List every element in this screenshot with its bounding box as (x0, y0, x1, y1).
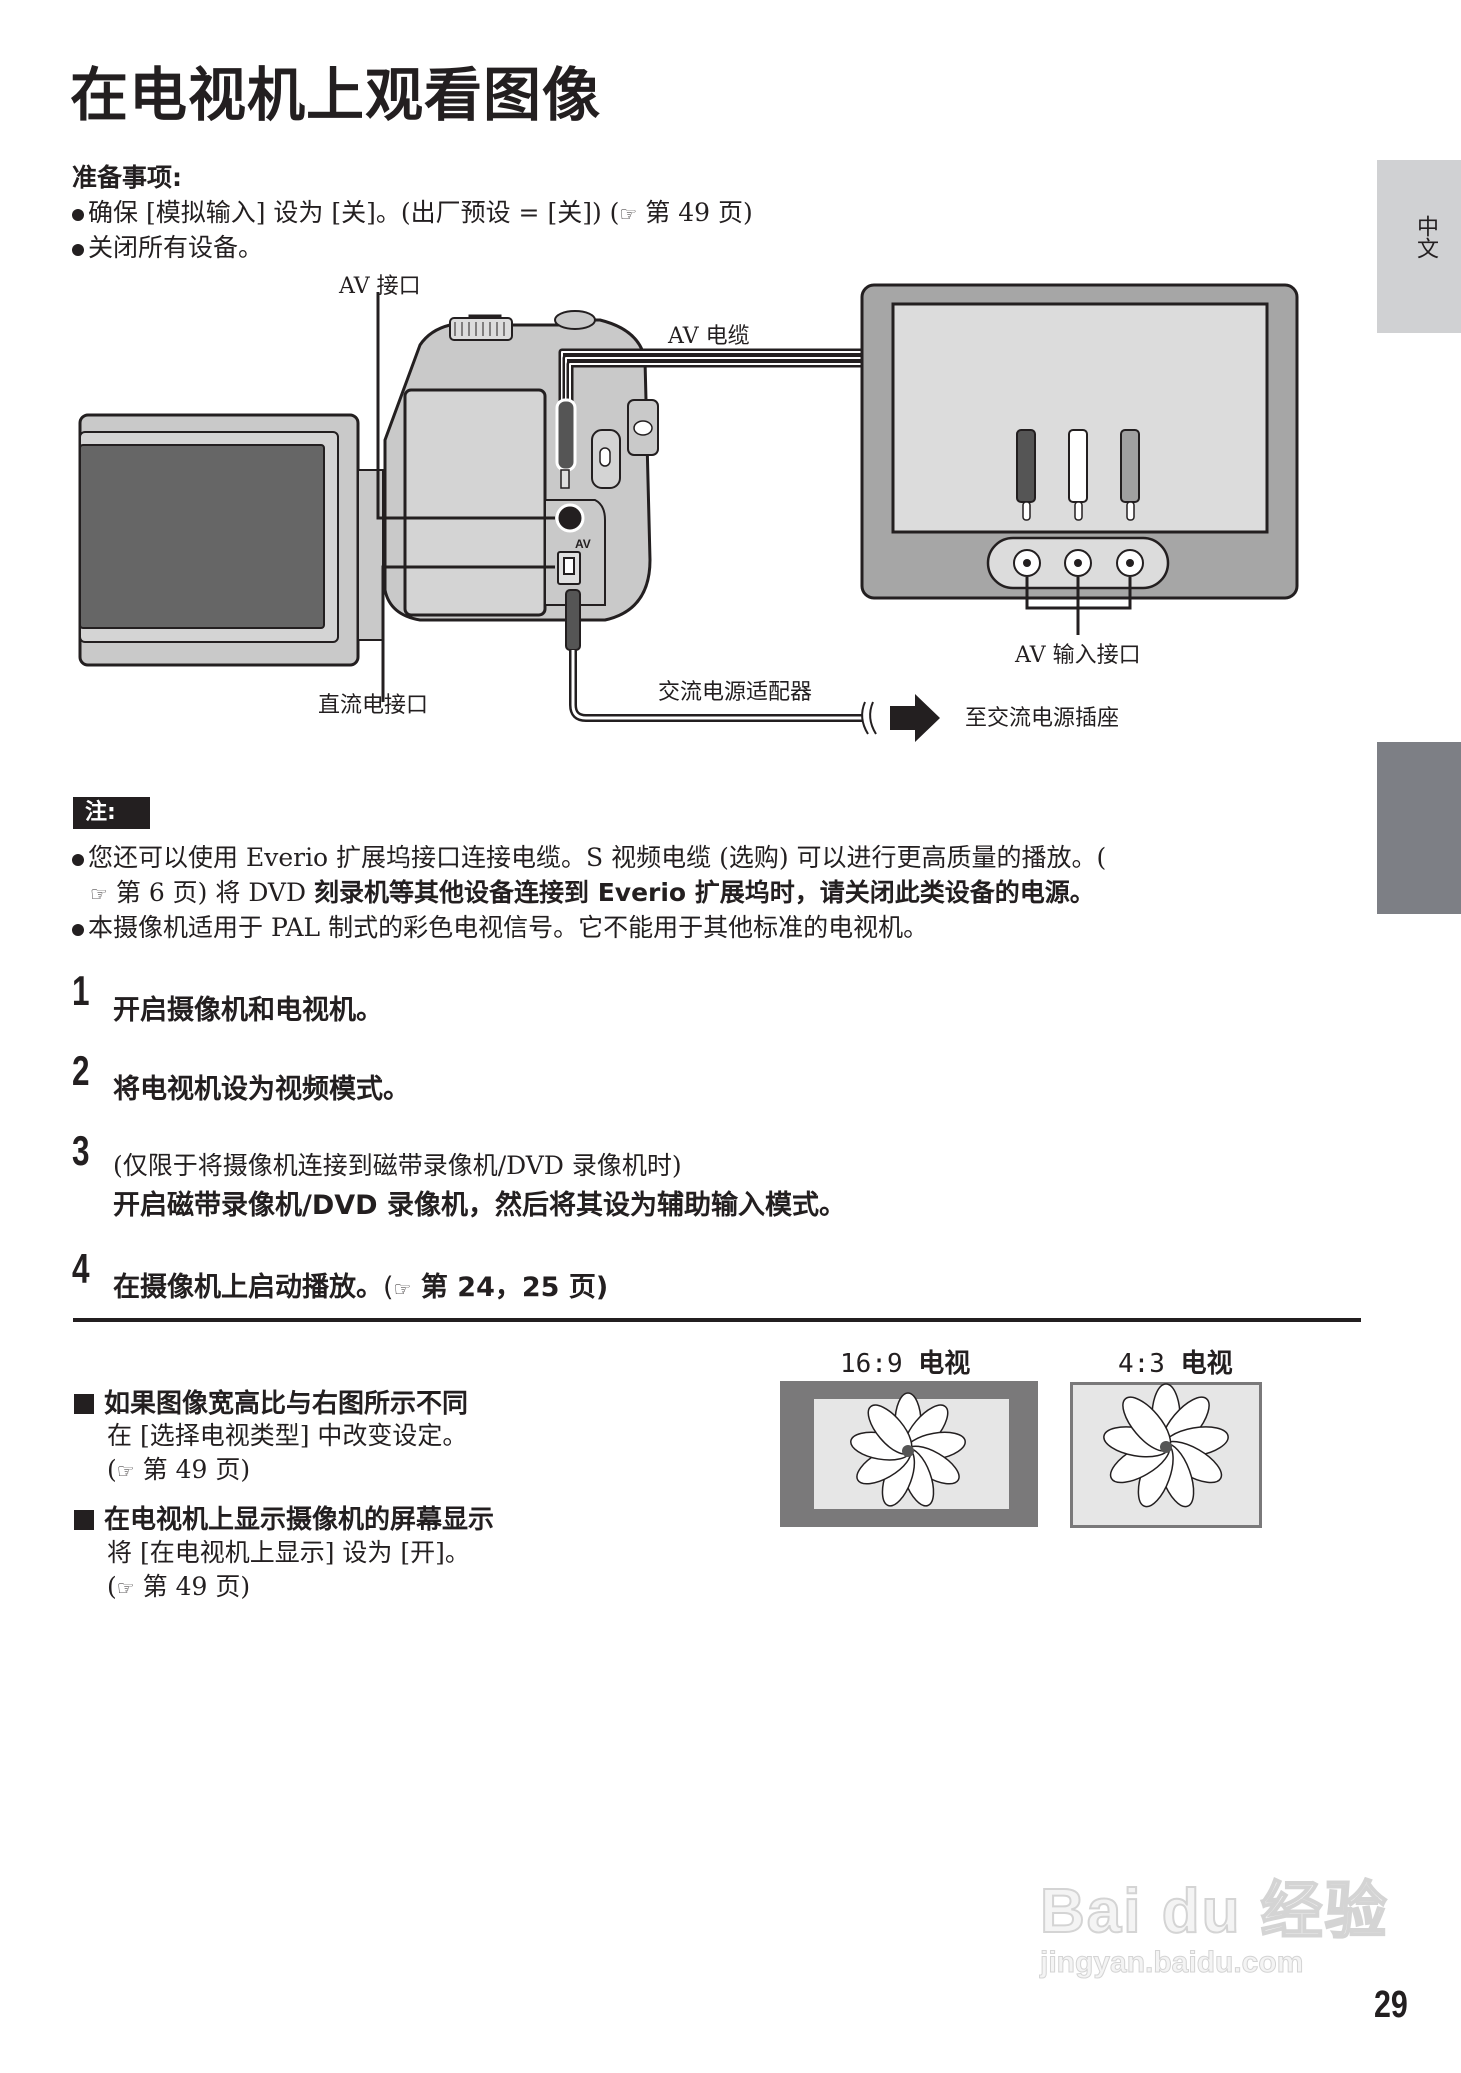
language-tab-label: 中文 (1413, 215, 1438, 259)
tip-body: 在 [选择电视类型] 中改变设定。 (107, 1421, 468, 1450)
tip-heading: 如果图像宽高比与右图所示不同 (74, 1383, 468, 1420)
pointing-hand-icon: ☞ (116, 1576, 135, 1600)
tip-heading: 在电视机上显示摄像机的屏幕显示 (74, 1499, 494, 1536)
camera-lcd-panel-illustration (78, 413, 384, 667)
tip-reference: (☞ 第 49 页) (107, 1455, 251, 1484)
step-number: 4 (72, 1245, 90, 1292)
rca-plugs-illustration (1016, 429, 1140, 521)
step-text: 开启磁带录像机/DVD 录像机，然后将其设为辅助输入模式。 (113, 1190, 846, 1221)
aspect-label-16-9: 16:9 电视 (840, 1349, 971, 1379)
flower-icon (1103, 1383, 1229, 1508)
flower-icon (850, 1392, 966, 1507)
av-terminal-label: AV 接口 (339, 274, 421, 299)
ac-adapter-label: 交流电源适配器 (658, 680, 813, 705)
pointing-hand-icon: ☞ (116, 1459, 135, 1483)
step-text: 将电视机设为视频模式。 (113, 1074, 410, 1105)
page-title: 在电视机上观看图像 (70, 61, 602, 129)
language-tab: 中文 (1377, 160, 1461, 333)
baidu-watermark: Bai du 经验 jingyan.baidu.com (1039, 1860, 1389, 1980)
pointing-hand-icon: ☞ (393, 1277, 412, 1301)
square-bullet-icon (74, 1510, 94, 1530)
note-tag: 注: (73, 797, 150, 829)
preparation-heading: 准备事项: (72, 163, 182, 192)
step-number: 3 (72, 1127, 90, 1174)
step-number: 1 (72, 967, 90, 1014)
av-input-label: AV 输入接口 (1015, 643, 1141, 668)
tip-body: 将 [在电视机上显示] 设为 [开]。 (107, 1538, 470, 1567)
av-cable-label: AV 电缆 (668, 324, 750, 349)
ac-outlet-label: 至交流电源插座 (965, 706, 1120, 731)
aspect-label-4-3: 4:3 电视 (1118, 1349, 1233, 1379)
watermark-url: jingyan.baidu.com (1040, 1946, 1304, 1980)
page-number: 29 (1374, 1984, 1408, 2026)
pointing-hand-icon: ☞ (619, 202, 638, 226)
step-text: 开启摄像机和电视机。 (113, 995, 383, 1026)
mini-plug-illustration (555, 398, 577, 489)
connection-diagram: AV (78, 283, 1299, 742)
section-tab (1377, 742, 1461, 914)
aspect-4-3-illustration (1070, 1382, 1262, 1528)
aspect-16-9-illustration (780, 1381, 1038, 1527)
pointing-hand-icon: ☞ (90, 882, 108, 906)
preparation-item: 关闭所有设备。 (72, 228, 263, 264)
camera-body-illustration: AV (383, 310, 659, 622)
leader-lines (376, 292, 1132, 702)
dc-terminal-label: 直流电接口 (318, 693, 429, 718)
step-text: 在摄像机上启动播放。(☞ 第 24，25 页) (113, 1272, 609, 1303)
note-item: 您还可以使用 Everio 扩展坞接口连接电缆。S 视频电缆 (选购) 可以进行… (72, 838, 1106, 874)
ac-adapter-cable-illustration (565, 589, 940, 742)
bullet-icon (72, 853, 84, 866)
step-condition: (仅限于将摄像机连接到磁带录像机/DVD 录像机时) (113, 1151, 682, 1180)
square-bullet-icon (74, 1394, 94, 1414)
bullet-icon (72, 923, 84, 936)
note-item: 本摄像机适用于 PAL 制式的彩色电视信号。它不能用于其他标准的电视机。 (72, 908, 928, 944)
section-divider (73, 1318, 1361, 1322)
preparation-item: 确保 [模拟输入] 设为 [关]。(出厂预设 = [关]) (☞ 第 49 页) (72, 193, 753, 229)
step-number: 2 (72, 1047, 90, 1094)
svg-text:AV: AV (575, 537, 591, 551)
tip-reference: (☞ 第 49 页) (107, 1572, 251, 1601)
watermark-brand: Bai du 经验 (1039, 1876, 1389, 1947)
bullet-icon (72, 243, 84, 256)
bullet-icon (72, 208, 84, 221)
note-item-continued: ☞ 第 6 页) 将 DVD 刻录机等其他设备连接到 Everio 扩展坞时，请… (90, 878, 1095, 907)
